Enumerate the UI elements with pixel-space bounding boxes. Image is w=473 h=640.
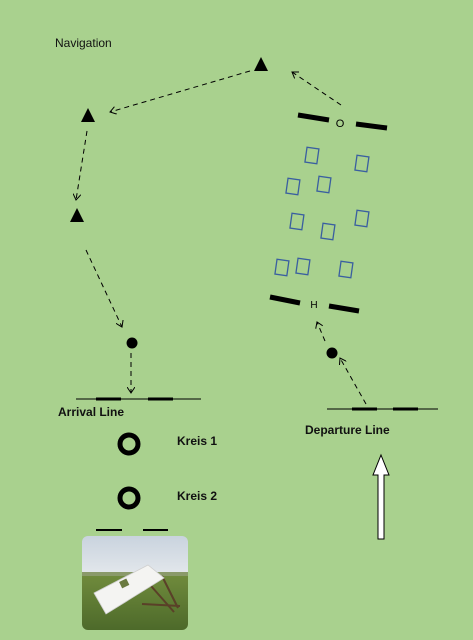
kreis-2-label: Kreis 2	[177, 489, 218, 503]
departure-line-label: Departure Line	[305, 423, 390, 437]
corridor-box	[320, 222, 336, 241]
arrival-line-label: Arrival Line	[58, 405, 125, 419]
corridor-box	[316, 175, 332, 194]
checkpoint-dot-icon	[126, 337, 138, 349]
gate-top-marker: O	[336, 118, 345, 130]
navigation-label: Navigation	[55, 36, 112, 50]
checkpoint-dot-icon	[326, 347, 338, 359]
corridor-box	[285, 177, 301, 196]
waypoint-triangle-icon	[70, 208, 84, 222]
corridor-box	[304, 146, 320, 165]
up-arrow-icon	[372, 453, 390, 540]
corridor-box	[354, 154, 370, 173]
kreis-1-label: Kreis 1	[177, 434, 218, 448]
gate-top	[297, 112, 388, 131]
waypoint-triangle-icon	[81, 108, 95, 122]
gate-bottom-marker: H	[310, 300, 317, 311]
route-segment	[76, 130, 88, 200]
route-segment	[110, 70, 251, 112]
gate-bottom	[269, 294, 360, 314]
corridor-box	[289, 212, 305, 231]
corridor-box	[338, 260, 354, 279]
corridor-box	[354, 209, 370, 228]
route-segment	[317, 322, 326, 342]
corridor-box	[274, 258, 290, 277]
corridor-boxes	[274, 146, 370, 279]
waypoint-triangle-icon	[254, 57, 268, 71]
landing-panel-photo	[82, 536, 188, 630]
navigation-route	[76, 70, 367, 405]
route-segment	[292, 72, 342, 106]
route-segment	[85, 249, 122, 327]
corridor-box	[295, 257, 311, 276]
kreis-1-ring-icon	[117, 432, 141, 456]
kreis-2-ring-icon	[117, 486, 141, 510]
route-segment	[340, 358, 367, 405]
